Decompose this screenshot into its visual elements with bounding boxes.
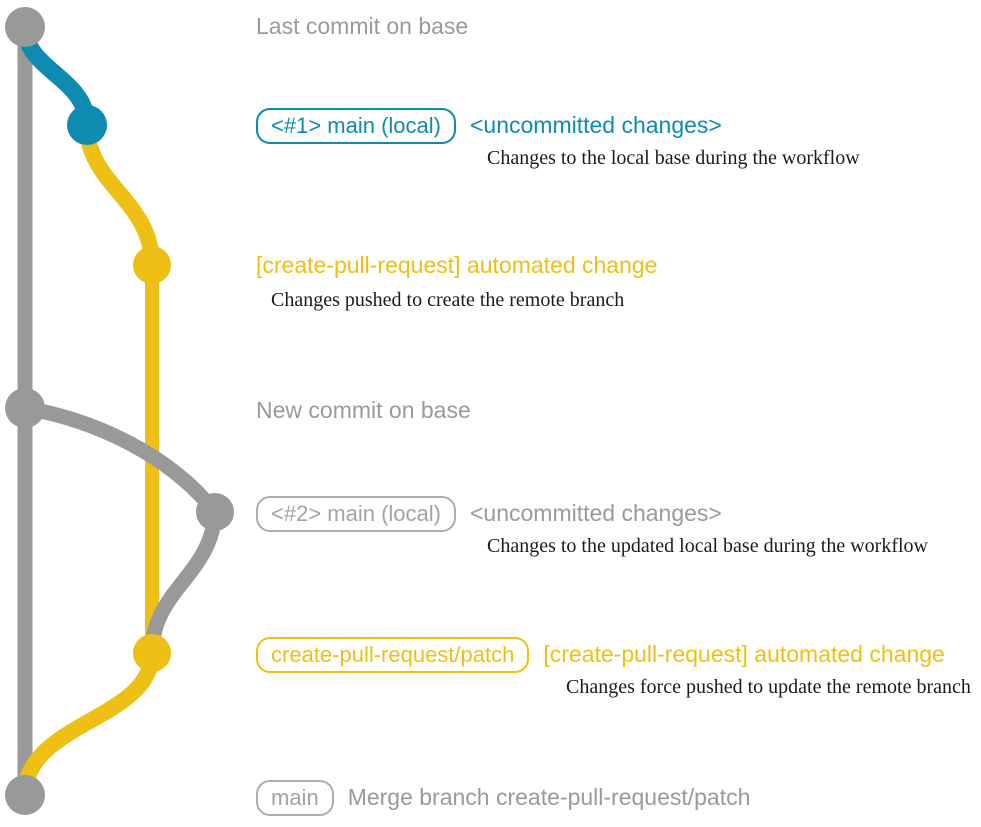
edge-remote-2-to-merge — [17, 645, 160, 803]
row-headline: <uncommitted changes> — [469, 112, 722, 138]
row-subtext-remote-commit-1: Changes pushed to create the remote bran… — [271, 289, 625, 311]
edge-base-new-to-local-2 — [17, 400, 223, 520]
branch-label-main[interactable]: main — [256, 780, 334, 817]
row-headline: Merge branch create-pull-request/patch — [347, 784, 751, 810]
commit-node-base-head[interactable] — [5, 7, 45, 47]
row-headline: New commit on base — [256, 397, 471, 423]
row-last-commit-on-base: Last commit on base — [256, 13, 469, 39]
commit-node-local-2[interactable] — [196, 493, 234, 531]
commit-node-local-1[interactable] — [67, 105, 107, 145]
branch-label-create-pull-request-patch[interactable]: create-pull-request/patch — [256, 637, 530, 674]
edge-local-1-to-remote-1 — [79, 117, 160, 273]
commit-node-base-new[interactable] — [5, 388, 45, 428]
commit-node-remote-2[interactable] — [133, 634, 171, 672]
edge-local-2-to-remote-2 — [144, 504, 223, 661]
row-merge-commit: main Merge branch create-pull-request/pa… — [256, 780, 751, 817]
row-headline: [create-pull-request] automated change — [543, 641, 945, 667]
row-headline: [create-pull-request] automated change — [256, 252, 658, 278]
branch-label-main-local-1[interactable]: <#1> main (local) — [256, 108, 456, 145]
commit-node-merge[interactable] — [5, 775, 45, 815]
row-local-commit-1: <#1> main (local) <uncommitted changes> — [256, 108, 722, 145]
row-subtext-local-commit-1: Changes to the local base during the wor… — [487, 147, 860, 169]
row-remote-commit-2: create-pull-request/patch [create-pull-r… — [256, 637, 945, 674]
row-new-commit-on-base: New commit on base — [256, 397, 471, 423]
row-headline: Last commit on base — [256, 13, 469, 39]
row-subtext-local-commit-2: Changes to the updated local base during… — [487, 535, 928, 557]
row-local-commit-2: <#2> main (local) <uncommitted changes> — [256, 496, 722, 533]
branch-label-main-local-2[interactable]: <#2> main (local) — [256, 496, 456, 533]
commit-node-remote-1[interactable] — [133, 246, 171, 284]
row-subtext-remote-commit-2: Changes force pushed to update the remot… — [566, 676, 971, 698]
row-headline: <uncommitted changes> — [469, 500, 722, 526]
row-remote-commit-1: [create-pull-request] automated change — [256, 252, 658, 278]
